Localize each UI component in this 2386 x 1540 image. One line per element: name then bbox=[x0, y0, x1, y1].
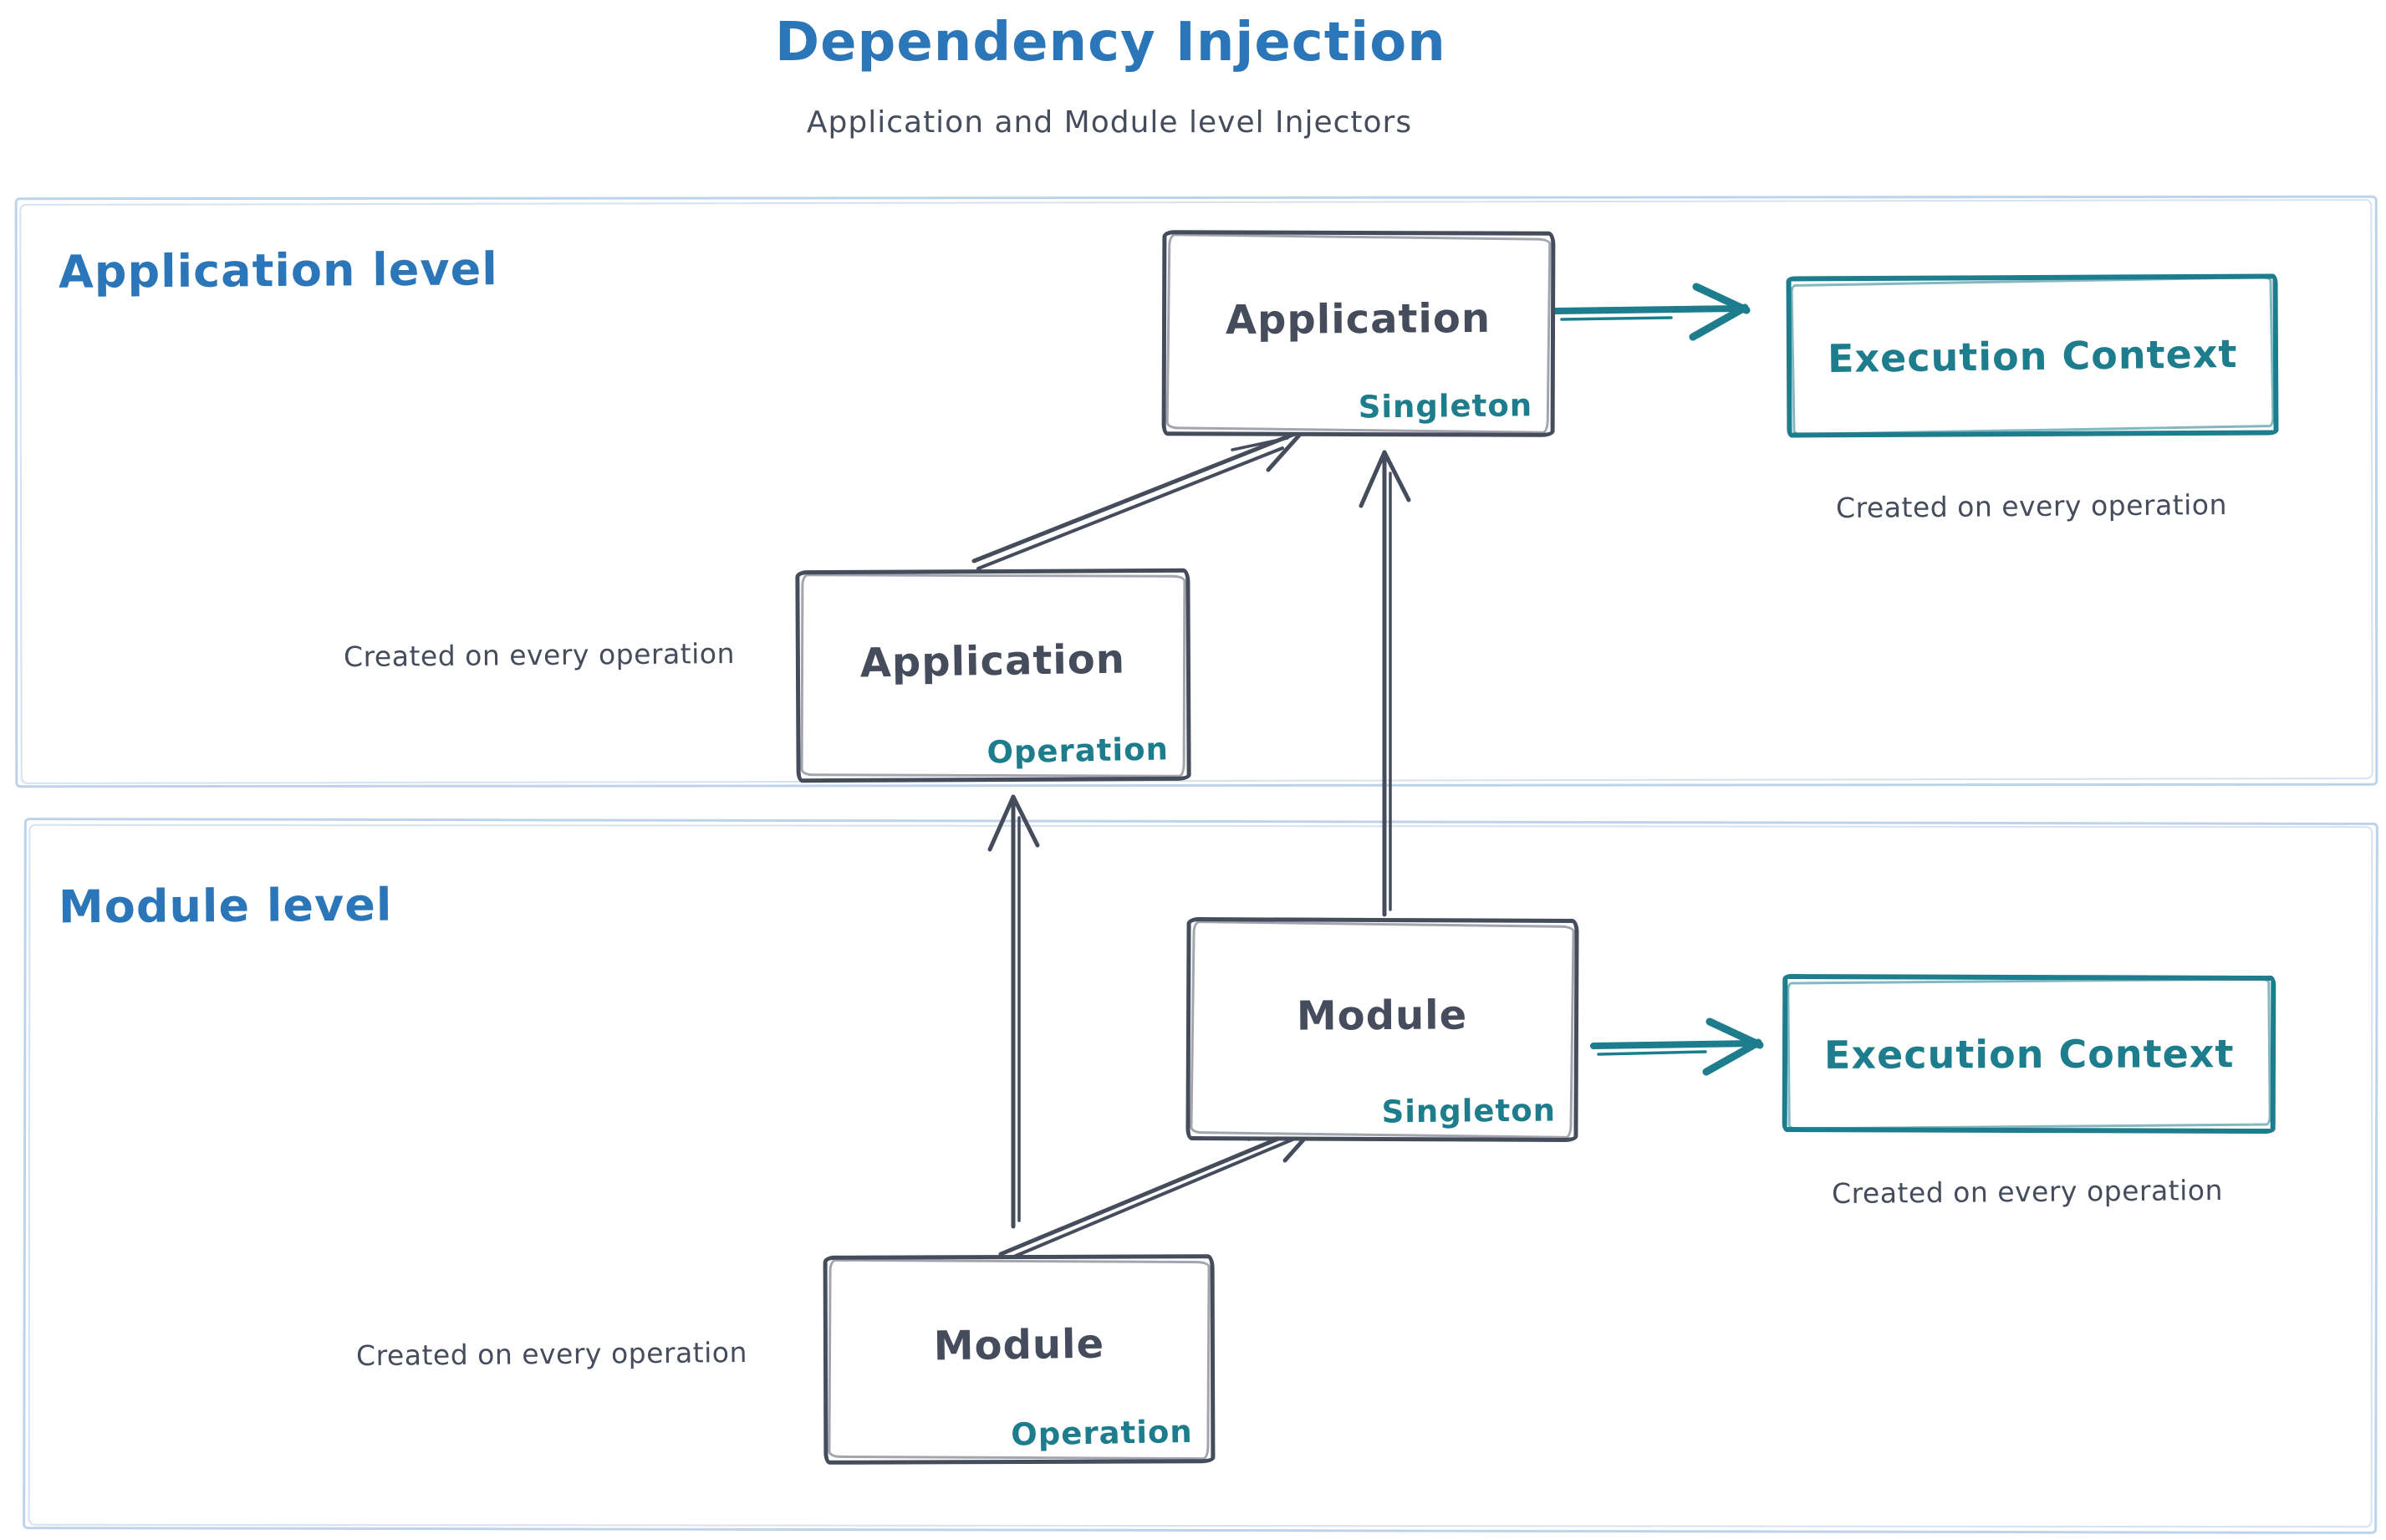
module-level-label: Module level bbox=[58, 878, 393, 934]
box-tag: Operation bbox=[986, 731, 1169, 771]
box-execution-context-module: Execution Context bbox=[1782, 973, 2276, 1135]
execution-context-label: Execution Context bbox=[1827, 330, 2238, 381]
box-tag: Operation bbox=[1010, 1413, 1193, 1453]
box-title: Application bbox=[1226, 294, 1491, 344]
page-subtitle: Application and Module level Injectors bbox=[806, 105, 1413, 140]
caption-execution-context-application: Created on every operation bbox=[1835, 487, 2228, 525]
caption-module-operation: Created on every operation bbox=[355, 1335, 748, 1373]
caption-application-operation: Created on every operation bbox=[343, 636, 736, 674]
execution-context-label: Execution Context bbox=[1823, 1030, 2235, 1078]
box-application-singleton: Application Singleton bbox=[1161, 230, 1556, 437]
box-tag: Singleton bbox=[1358, 387, 1532, 426]
box-tag: Singleton bbox=[1380, 1092, 1556, 1130]
application-level-label: Application level bbox=[58, 242, 498, 298]
page-title: Dependency Injection bbox=[775, 12, 1446, 74]
box-title: Module bbox=[933, 1320, 1105, 1370]
box-title: Module bbox=[1297, 991, 1468, 1040]
box-module-operation: Module Operation bbox=[823, 1254, 1216, 1465]
box-module-singleton: Module Singleton bbox=[1185, 916, 1579, 1143]
box-execution-context-application: Execution Context bbox=[1786, 273, 2279, 438]
box-title: Application bbox=[859, 635, 1126, 687]
caption-execution-context-module: Created on every operation bbox=[1831, 1173, 2224, 1211]
box-application-operation: Application Operation bbox=[795, 568, 1191, 783]
